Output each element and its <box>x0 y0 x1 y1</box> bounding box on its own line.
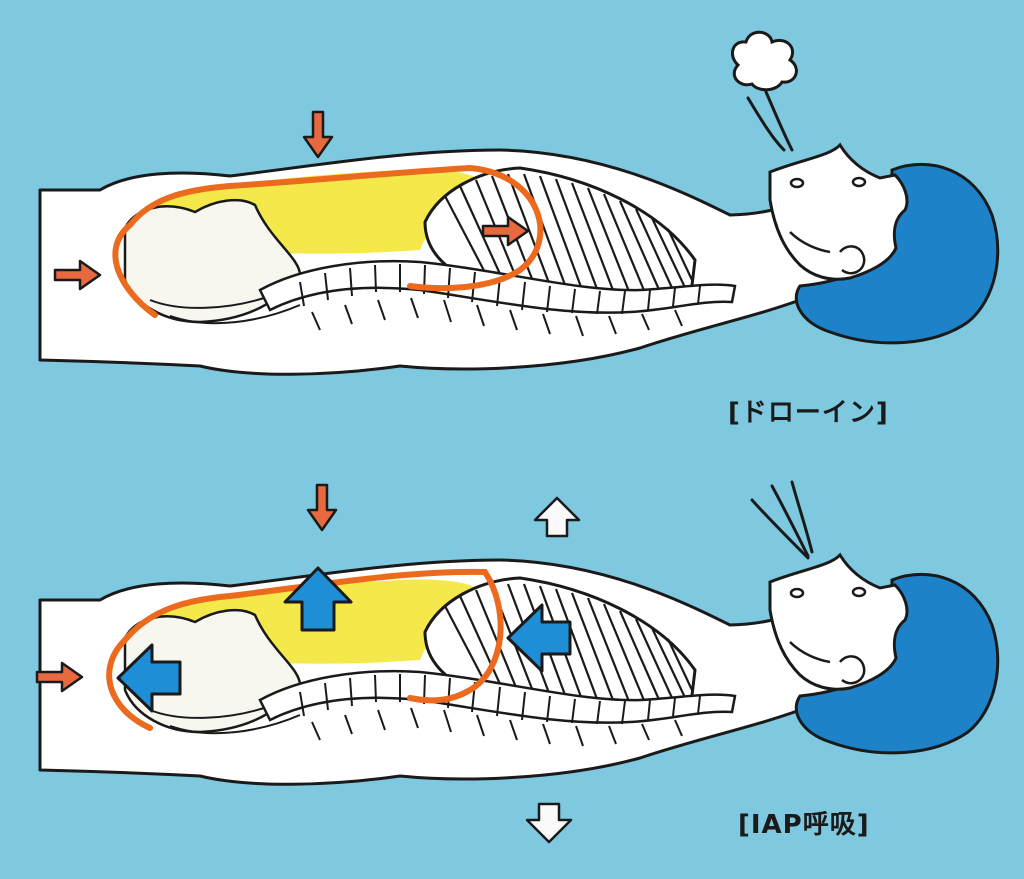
pressure-arrow-top <box>306 483 338 532</box>
core-line <box>112 164 544 318</box>
caption-drawin: [ドローイン] <box>728 398 889 428</box>
pressure-arrow-top <box>302 110 334 159</box>
breath-cloud-icon <box>730 30 798 152</box>
breath-stroke-icon <box>750 480 814 560</box>
white-arrow-icon <box>533 496 581 538</box>
caption-iap: [IAP呼吸] <box>738 810 870 840</box>
white-arrow-icon <box>525 802 573 844</box>
figure-iap <box>38 553 1000 786</box>
panel-drawin <box>38 30 1000 376</box>
figure-drawin <box>38 143 1000 376</box>
core-line <box>106 568 504 731</box>
panel-iap <box>35 480 1000 844</box>
